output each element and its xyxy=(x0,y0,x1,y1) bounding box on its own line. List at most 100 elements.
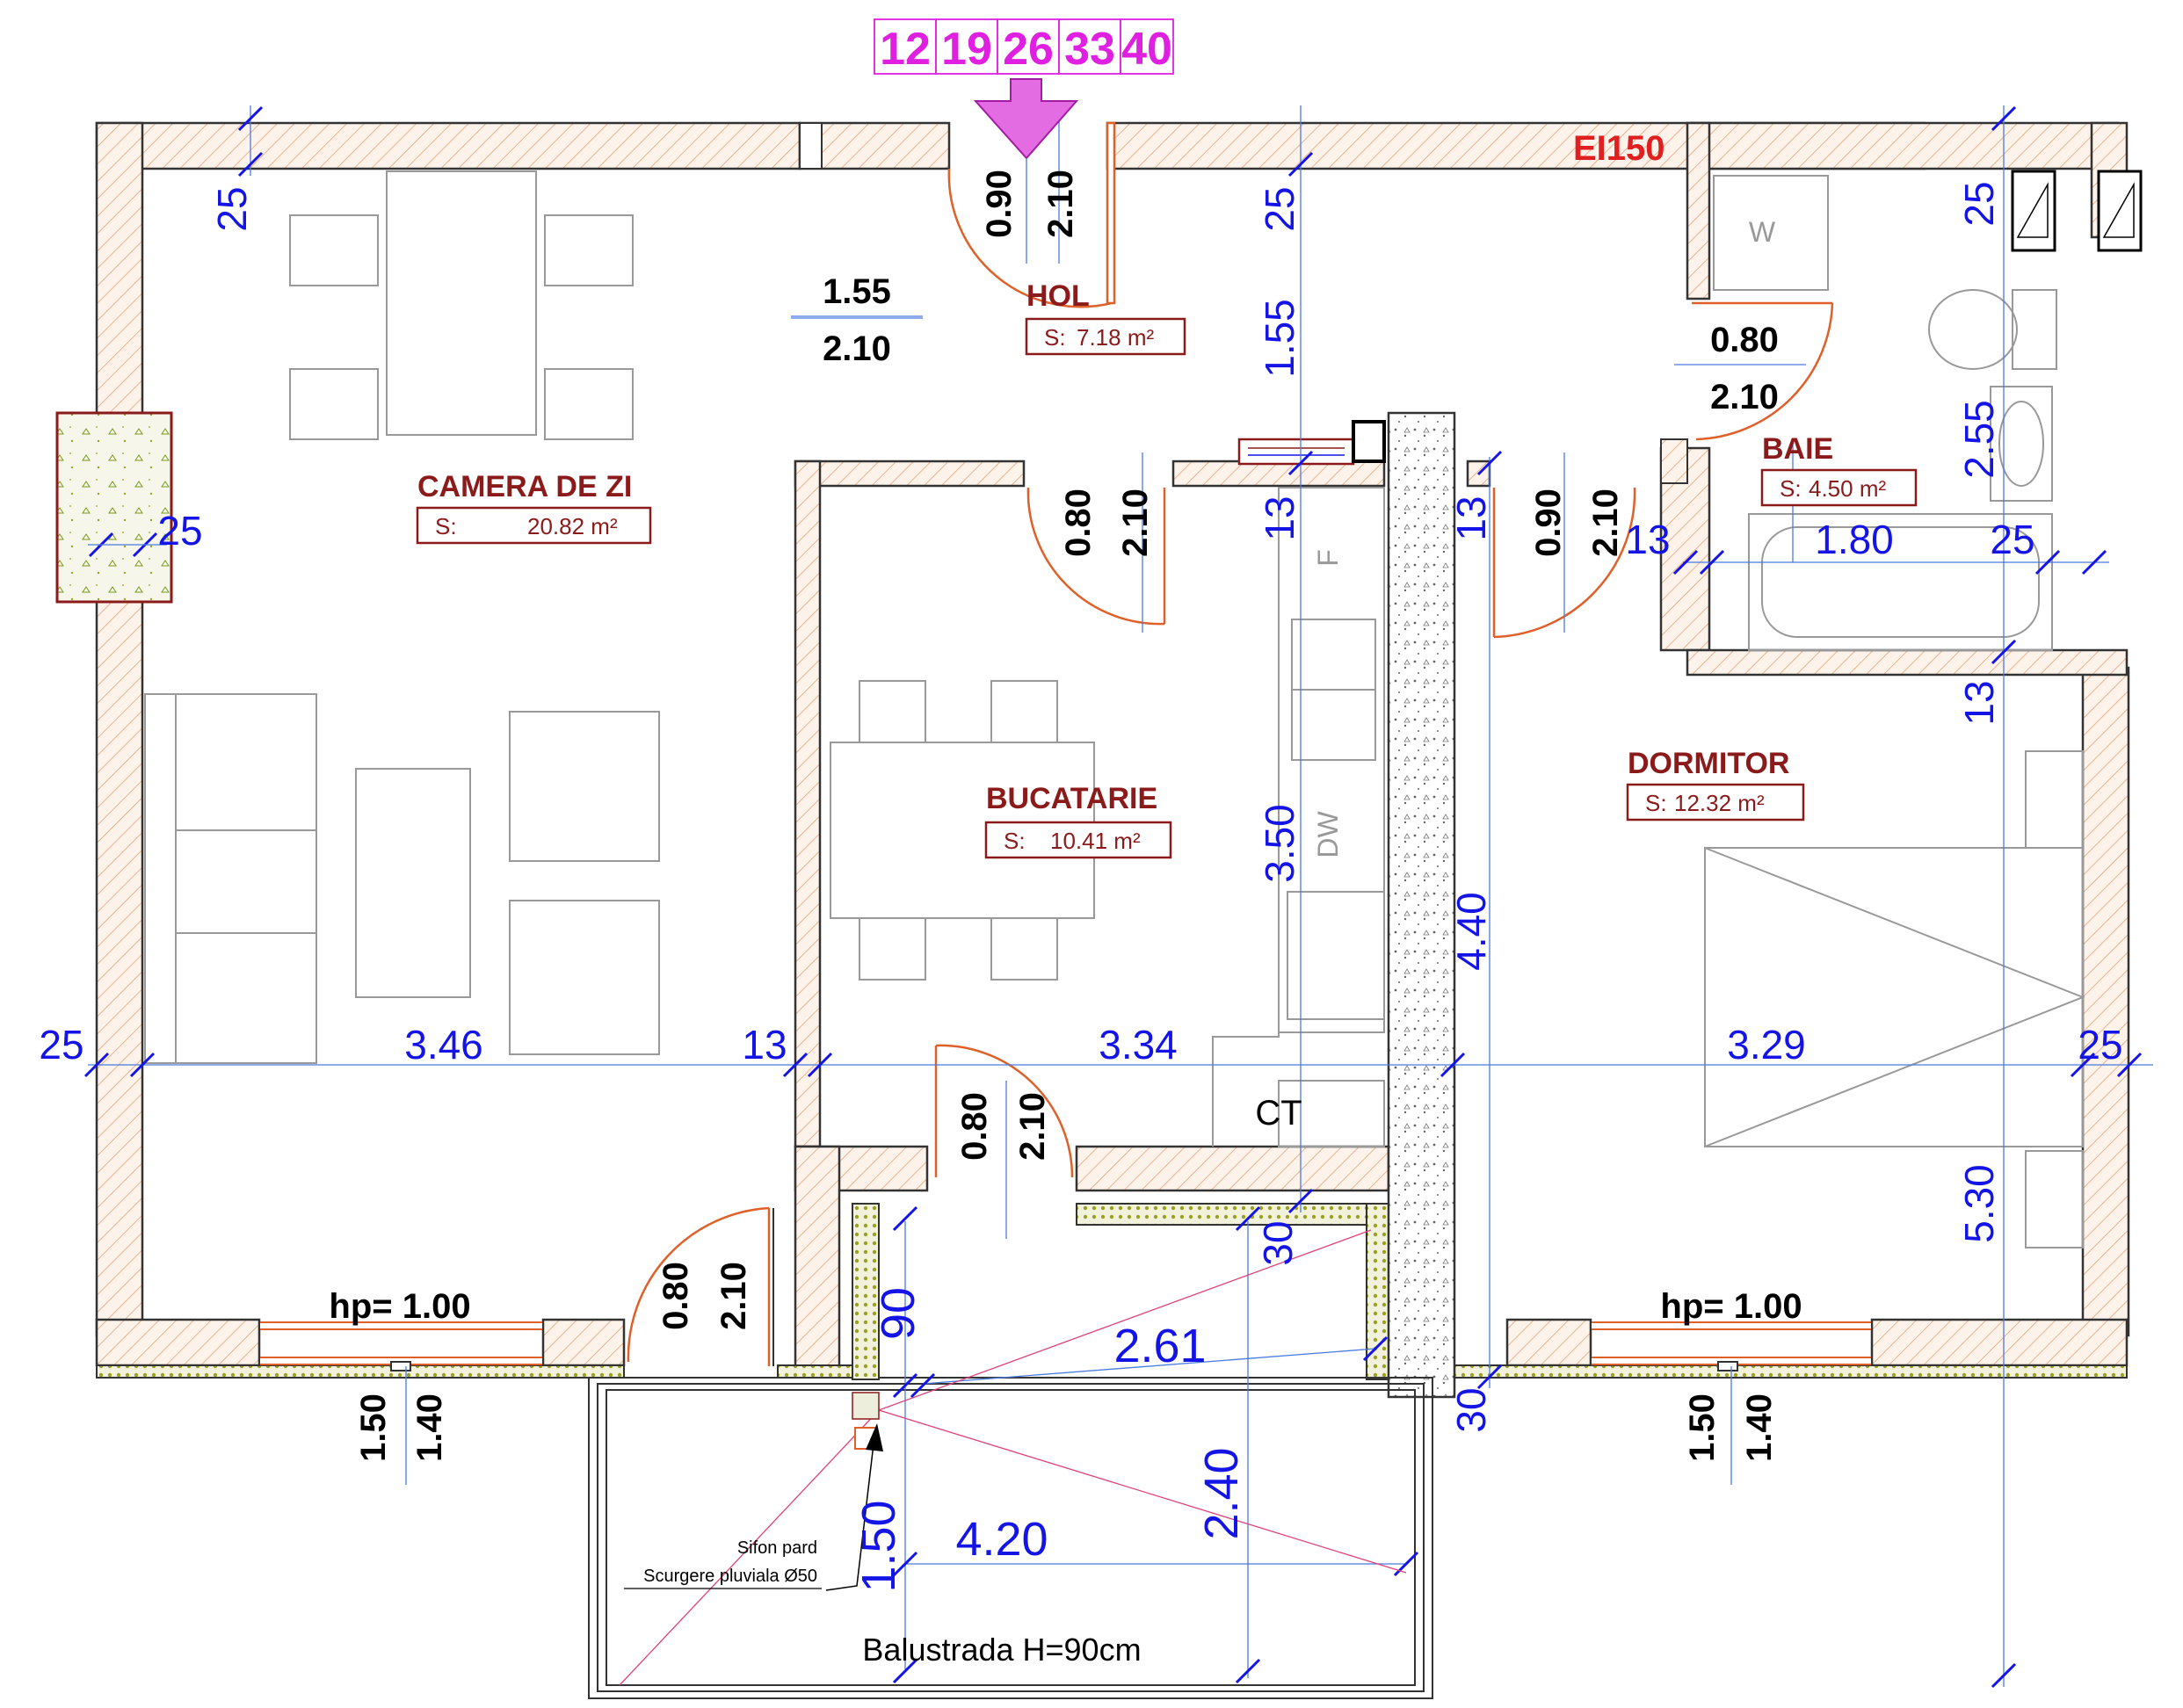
washer-label: W xyxy=(1749,216,1776,248)
dim-text: 25 xyxy=(1990,517,2034,562)
boiler-label: CT xyxy=(1255,1094,1302,1133)
room-area-value: 20.82 m² xyxy=(527,513,618,539)
shaft-right xyxy=(2011,170,2143,252)
boiler xyxy=(1352,420,1386,463)
room-name-living: CAMERA DE ZI xyxy=(417,470,632,503)
dim-text: 2.10 xyxy=(1116,489,1155,557)
dim-text: 25 xyxy=(2078,1022,2122,1068)
dim-text: 3.46 xyxy=(404,1022,483,1068)
stair-number-boxes xyxy=(874,18,1174,75)
railing-note: Balustrada H=90cm xyxy=(862,1632,1141,1668)
dim-text: 3.50 xyxy=(1257,804,1302,883)
room-area-box-kitchen xyxy=(984,821,1172,859)
drain-arrowhead xyxy=(866,1423,883,1451)
dim-text: 90 xyxy=(872,1287,925,1340)
fridge-label: F xyxy=(1312,549,1344,567)
balcony-wall-left xyxy=(852,1203,880,1380)
dim-text: 2.55 xyxy=(1956,400,2002,479)
radiator xyxy=(1237,438,1355,466)
wall-stub xyxy=(1660,438,1688,484)
dim-text: 0.90 xyxy=(1529,489,1568,557)
sill-height-label: hp= 1.00 xyxy=(1660,1287,1802,1326)
dishwasher-label: DW xyxy=(1312,811,1344,858)
room-area-value: 10.41 m² xyxy=(1050,828,1141,854)
room-area-label: S: xyxy=(1004,828,1026,854)
dim-text: 13 xyxy=(1257,496,1302,540)
ventilation-shaft xyxy=(1387,411,1456,1399)
stair-number: 33 xyxy=(1064,24,1115,75)
dim-text: 2.40 xyxy=(1195,1447,1248,1539)
room-area-box-hall xyxy=(1025,317,1186,356)
dim-text: 25 xyxy=(157,508,202,554)
room-area-label: S: xyxy=(435,513,457,539)
dim-text: 1.50 xyxy=(354,1393,393,1462)
stair-number: 12 xyxy=(880,24,931,75)
room-area-label: S: xyxy=(1780,475,1802,502)
dim-text: 1.50 xyxy=(852,1500,905,1592)
drain-note: Scurgere pluviala Ø50 xyxy=(643,1567,817,1586)
windows xyxy=(258,1321,1873,1365)
dim-text: 1.40 xyxy=(410,1393,449,1462)
dim-text: 1.55 xyxy=(823,272,891,311)
room-area-box-living xyxy=(416,506,652,545)
dim-text: 2.10 xyxy=(1013,1092,1052,1161)
dim-text: 2.10 xyxy=(823,329,891,368)
dim-text: 0.80 xyxy=(1710,321,1779,359)
room-area-label: S: xyxy=(1044,324,1066,351)
room-area-value: 4.50 m² xyxy=(1809,475,1886,502)
dim-text: 2.10 xyxy=(1586,489,1625,557)
dim-text: 1.55 xyxy=(1257,299,1302,378)
dim-text: 13 xyxy=(1625,517,1670,562)
siphon-note: Sifon pard xyxy=(737,1538,817,1558)
fire-rating-label: EI150 xyxy=(1573,129,1665,168)
room-area-box-bedroom xyxy=(1626,783,1805,821)
dim-text: 4.40 xyxy=(1448,892,1494,971)
room-area-label: S: xyxy=(1645,790,1667,816)
dim-text: 3.34 xyxy=(1099,1022,1178,1068)
dim-text: 25 xyxy=(1956,181,2002,226)
room-area-value: 12.32 m² xyxy=(1674,790,1765,816)
dim-text: 0.80 xyxy=(1059,489,1098,557)
dim-text: 30 xyxy=(1448,1387,1494,1432)
dim-text: 0.80 xyxy=(656,1262,695,1330)
dim-text: 13 xyxy=(1956,680,2002,725)
dim-text: 2.61 xyxy=(1113,1320,1206,1372)
drain xyxy=(852,1392,880,1420)
dim-text: 13 xyxy=(1448,496,1494,540)
dim-text: 0.80 xyxy=(955,1092,994,1161)
room-name-kitchen: BUCATARIE xyxy=(986,782,1157,815)
room-name-bedroom: DORMITOR xyxy=(1628,747,1789,780)
stair-number: 26 xyxy=(1003,24,1054,75)
doors xyxy=(627,121,1834,1366)
room-name-hall: HOL xyxy=(1026,279,1090,313)
dim-text: 1.40 xyxy=(1740,1393,1779,1462)
dim-text: 25 xyxy=(1257,186,1302,231)
planter xyxy=(55,411,173,604)
dim-text: 13 xyxy=(742,1022,787,1068)
dim-text: 4.20 xyxy=(955,1513,1048,1566)
dimension-lines xyxy=(88,105,2153,1687)
dim-text: 5.30 xyxy=(1956,1164,2002,1243)
dim-text: 2.10 xyxy=(714,1262,753,1330)
stair-number: 19 xyxy=(941,24,992,75)
dimension-ticks xyxy=(83,105,2143,1689)
room-name-bath: BAIE xyxy=(1762,432,1833,466)
dim-text: 25 xyxy=(209,186,255,231)
dim-text: 25 xyxy=(39,1022,83,1068)
sill-height-label: hp= 1.00 xyxy=(329,1287,470,1326)
stair-number: 40 xyxy=(1121,24,1172,75)
dim-text: 1.80 xyxy=(1815,517,1894,562)
balcony xyxy=(588,1377,1433,1699)
dim-text: 0.90 xyxy=(980,170,1019,238)
dim-text: 1.50 xyxy=(1683,1393,1722,1462)
room-area-value: 7.18 m² xyxy=(1077,324,1154,351)
walls xyxy=(95,121,2130,1368)
room-area-box-bath xyxy=(1760,468,1918,507)
dim-text: 30 xyxy=(1255,1220,1301,1265)
entrance-arrow[interactable] xyxy=(973,78,1079,160)
drain-leader xyxy=(825,1436,875,1591)
dim-text: 2.10 xyxy=(1041,170,1080,238)
dim-text: 2.10 xyxy=(1710,378,1779,416)
dim-text: 3.29 xyxy=(1727,1022,1806,1068)
